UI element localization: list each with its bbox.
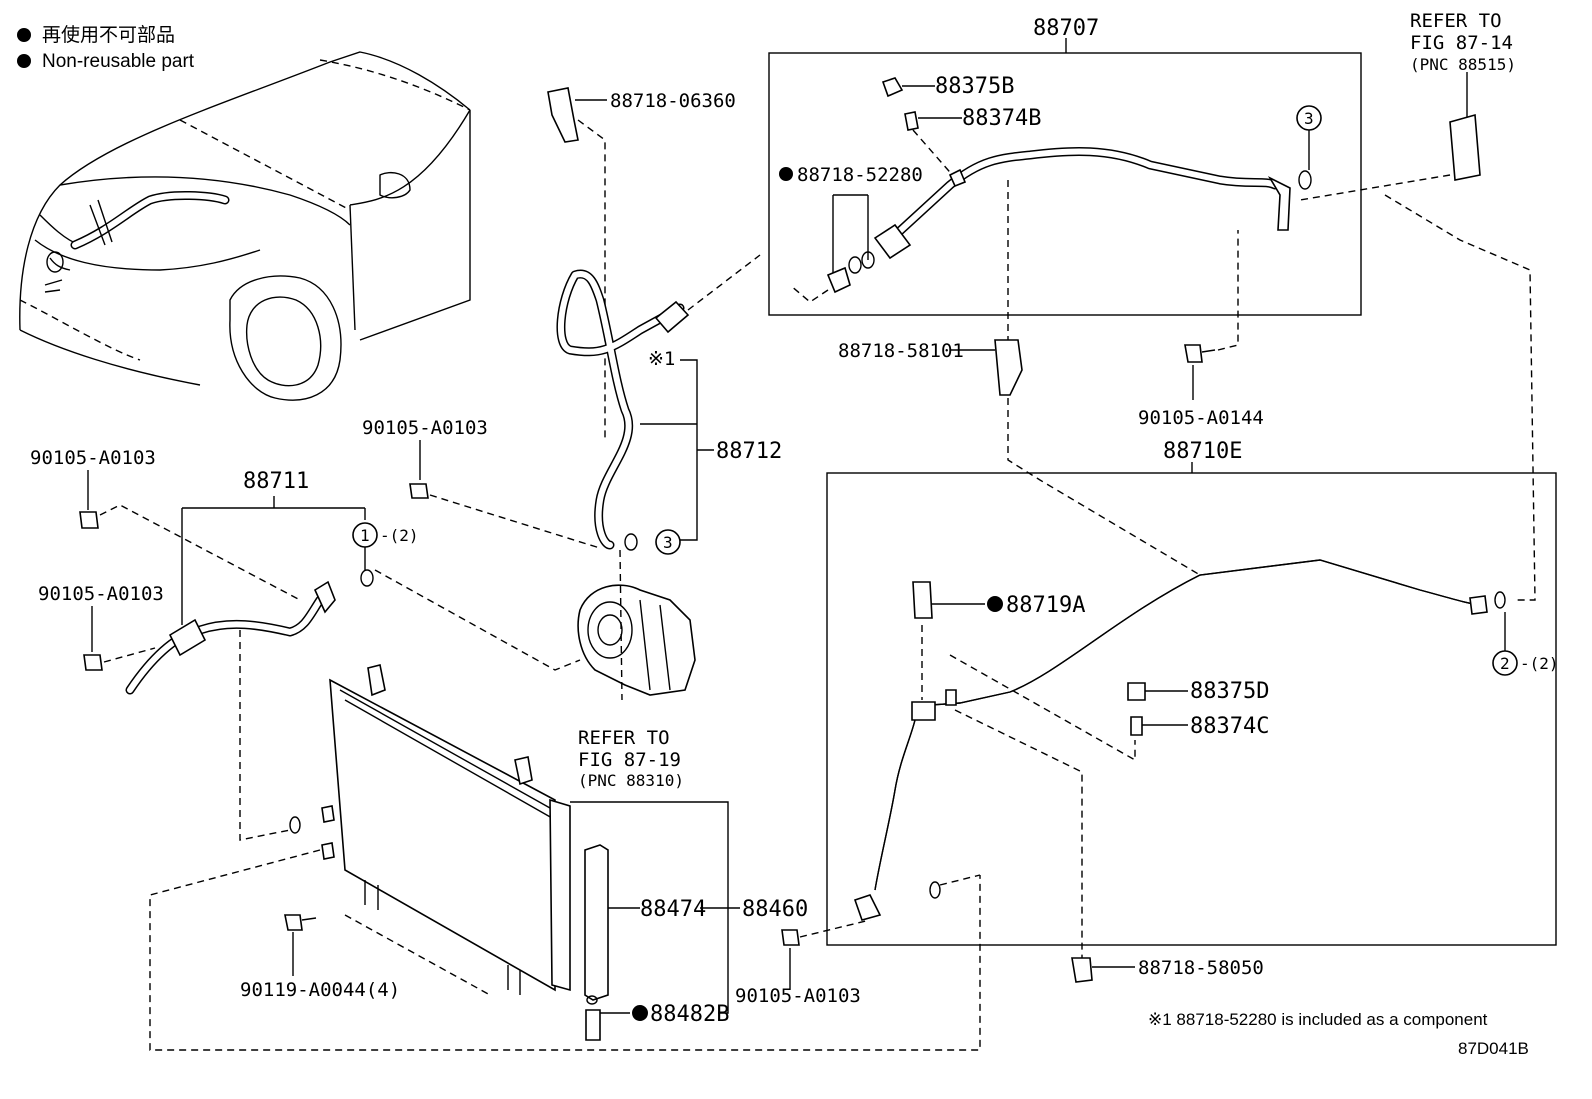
label-88474: 88474 <box>640 897 706 922</box>
callout-2-text: 2 <box>1500 654 1510 673</box>
box-88710E <box>826 472 1557 946</box>
cooling-unit-icon <box>1449 113 1481 181</box>
hose-fitting-icon <box>654 300 690 334</box>
label-88375D: 88375D <box>1190 679 1269 704</box>
label-88712: 88712 <box>716 439 782 464</box>
label-90105-A0103-mid: 90105-A0103 <box>362 417 488 439</box>
pressure-switch-88719A-icon <box>912 581 933 619</box>
label-88710E: 88710E <box>1163 439 1242 464</box>
non-reusable-bullet-icon <box>779 167 793 181</box>
label-88718-06360: 88718-06360 <box>610 90 736 112</box>
label-90119-A0044: 90119-A0044(4) <box>240 979 400 1001</box>
callout-1-qty: -(2) <box>380 526 419 545</box>
callout-circle-3b <box>655 529 681 555</box>
label-88375B: 88375B <box>935 74 1014 99</box>
bolt-icon <box>284 914 303 931</box>
cap-88375B-icon <box>881 77 904 98</box>
pipe-bracket-icon <box>1267 176 1291 231</box>
label-88707: 88707 <box>1033 16 1099 41</box>
non-reusable-bullet-icon <box>17 54 31 68</box>
refer-to-fig-87-14-link[interactable]: FIG 87-14 <box>1410 32 1513 54</box>
bolt-icon <box>409 483 429 499</box>
pipe-fitting-icon <box>873 223 912 260</box>
clip-icon <box>826 266 851 294</box>
refer-to-pnc-88515: (PNC 88515) <box>1410 55 1516 74</box>
label-88711: 88711 <box>243 469 309 494</box>
note-mark-1: ※1 <box>648 348 675 370</box>
label-88718-58050: 88718-58050 <box>1138 957 1264 979</box>
non-reusable-bullet-icon <box>632 1005 648 1021</box>
label-88718-52280: 88718-52280 <box>797 164 923 186</box>
valve-core-88374C-icon <box>1130 716 1143 736</box>
callout-3b-text: 3 <box>663 533 673 552</box>
refer-to-pnc-88310: (PNC 88310) <box>578 771 684 790</box>
label-88719A: 88719A <box>1006 593 1085 618</box>
plug-88482B-icon <box>585 1009 601 1041</box>
pipe-flange-icon <box>168 618 207 657</box>
legend: 再使用不可部品 Non-reusable part <box>17 24 195 72</box>
label-90105-A0103-left-bottom: 90105-A0103 <box>38 583 164 605</box>
valve-core-88374B-icon <box>904 111 919 131</box>
box-88707 <box>768 52 1362 316</box>
label-88482B: 88482B <box>650 1002 729 1027</box>
label-90105-A0144: 90105-A0144 <box>1138 407 1264 429</box>
clamp-88718-58101-icon <box>994 339 1023 396</box>
label-88460: 88460 <box>742 897 808 922</box>
label-88374C: 88374C <box>1190 714 1269 739</box>
footnote: ※1 88718-52280 is included as a componen… <box>1148 1010 1488 1029</box>
refer-to-label-1[interactable]: REFER TO <box>1410 10 1502 32</box>
non-reusable-bullet-icon <box>987 596 1003 612</box>
label-90105-A0103-left-top: 90105-A0103 <box>30 447 156 469</box>
condenser-illustration <box>321 664 571 995</box>
bolt-icon <box>781 929 800 946</box>
label-88718-58101: 88718-58101 <box>838 340 964 362</box>
label-88374B: 88374B <box>962 106 1041 131</box>
callout-2-qty: -(2) <box>1520 654 1559 673</box>
clamp-88718-58050-icon <box>1071 957 1093 983</box>
cap-88375D-icon <box>1127 682 1146 701</box>
receiver-88474-icon <box>584 844 609 1001</box>
label-90105-A0103-bottom: 90105-A0103 <box>735 985 861 1007</box>
legend-japanese: 再使用不可部品 <box>42 24 175 46</box>
refer-to-label-2[interactable]: REFER TO <box>578 727 670 749</box>
clamp-88718-06360-icon <box>547 87 579 143</box>
illustration-code: 87D041B <box>1458 1039 1529 1058</box>
pipe-end-icon <box>853 894 882 921</box>
legend-english: Non-reusable part <box>42 51 195 72</box>
compressor-illustration <box>577 584 696 696</box>
bolt-icon <box>79 511 99 529</box>
bolt-icon <box>83 654 103 671</box>
callout-1-text: 1 <box>360 526 370 545</box>
non-reusable-bullet-icon <box>17 28 31 42</box>
refer-to-fig-87-19-link[interactable]: FIG 87-19 <box>578 749 681 771</box>
bolt-icon <box>1184 344 1203 363</box>
vehicle-outline-illustration <box>19 51 471 401</box>
callout-3-text: 3 <box>1304 109 1314 128</box>
